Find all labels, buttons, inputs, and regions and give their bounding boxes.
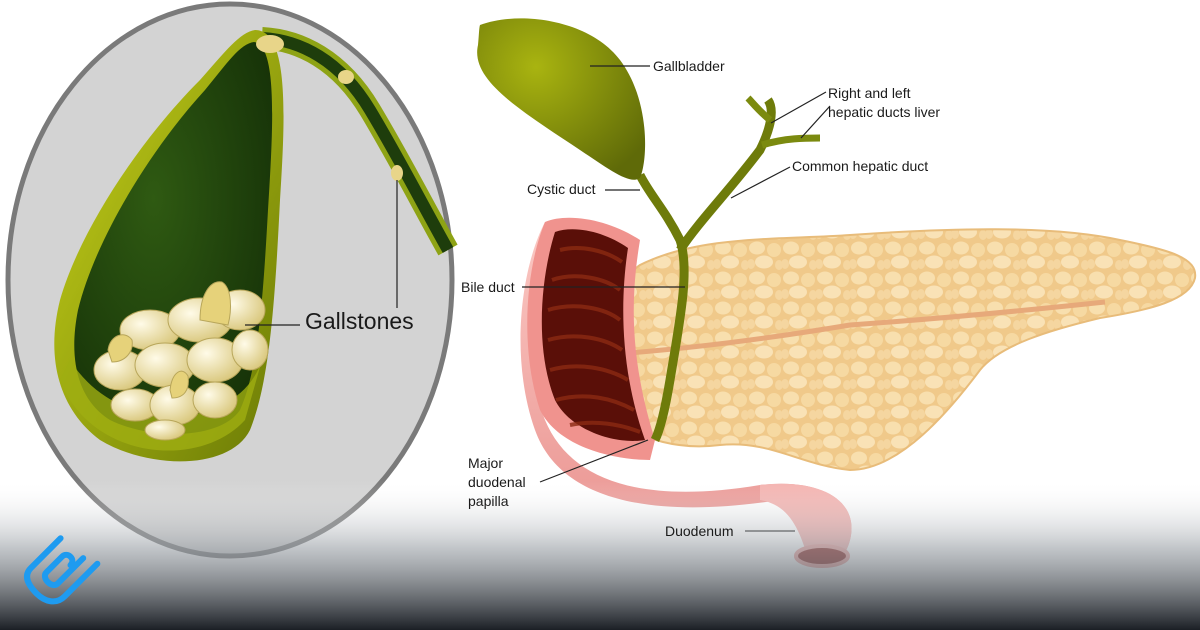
label-common-hepatic-duct: Common hepatic duct bbox=[792, 158, 929, 174]
duct-stone bbox=[391, 165, 403, 181]
gallbladder-cross-section bbox=[5, 1, 458, 559]
pancreas bbox=[599, 228, 1197, 472]
bottom-gradient bbox=[0, 480, 1200, 630]
leader-lines bbox=[522, 65, 831, 532]
gallstones-cluster bbox=[93, 281, 269, 441]
label-papilla-3: papilla bbox=[468, 493, 509, 509]
duct-stone bbox=[256, 35, 284, 53]
label-gallstones: Gallstones bbox=[305, 308, 414, 334]
label-cystic-duct: Cystic duct bbox=[527, 181, 596, 197]
gallbladder-organ bbox=[477, 18, 821, 443]
label-duodenum: Duodenum bbox=[665, 523, 734, 539]
duct-stone bbox=[338, 70, 354, 84]
label-hepatic-ducts-1: Right and left bbox=[828, 85, 911, 101]
brand-logo-icon bbox=[24, 535, 101, 605]
label-hepatic-ducts-2: hepatic ducts liver bbox=[828, 104, 941, 120]
label-bile-duct: Bile duct bbox=[461, 279, 515, 295]
label-papilla-2: duodenal bbox=[468, 474, 526, 490]
label-gallbladder: Gallbladder bbox=[653, 58, 725, 74]
label-papilla-1: Major bbox=[468, 455, 504, 471]
